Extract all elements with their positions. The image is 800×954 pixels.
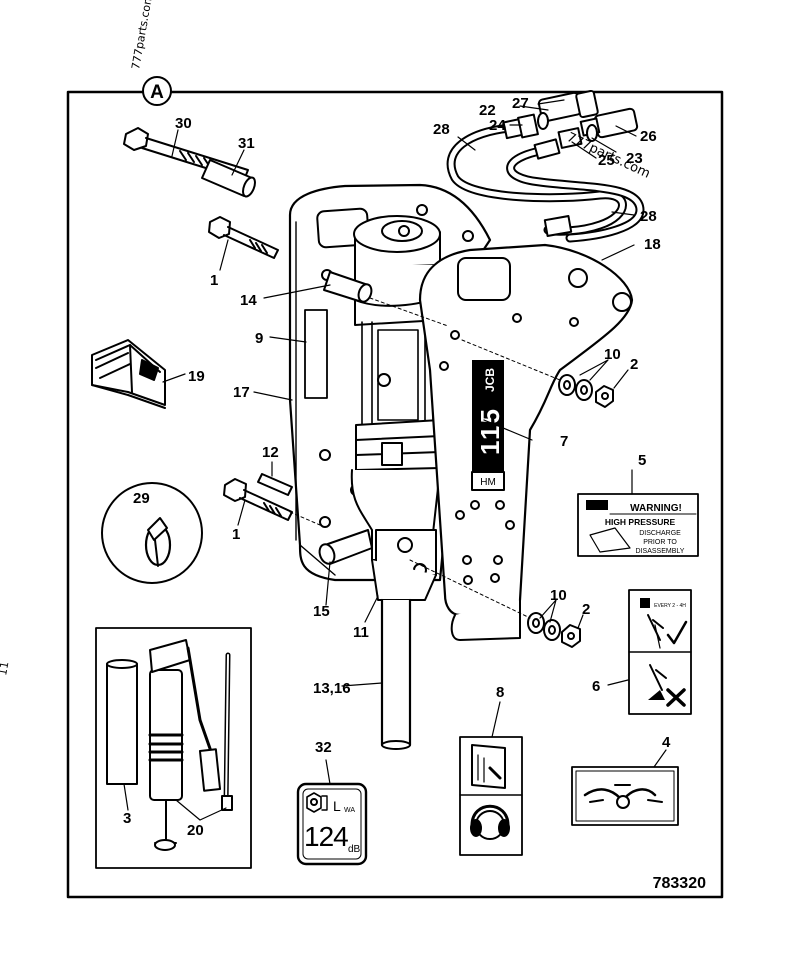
sleeve-31: [201, 159, 256, 198]
warning-line-1: HIGH PRESSURE: [605, 517, 676, 527]
callout-30: 30: [175, 115, 192, 132]
seal-ring-22: [537, 112, 549, 130]
callout-22: 22: [479, 102, 496, 119]
washers-10-upper: [558, 374, 593, 401]
model-decal-7: JCB 115 HM: [471, 360, 505, 491]
callout-25: 25: [598, 152, 615, 169]
decal-brand-logo: JCB: [483, 368, 497, 392]
callout-28-lower: 28: [640, 208, 657, 225]
assembly-projection-lines: [289, 297, 561, 619]
callout-29: 29: [133, 490, 150, 507]
coupling-27-female: [537, 89, 599, 123]
tool-13-16: [380, 598, 412, 750]
nut-2-lower: [561, 624, 581, 648]
callout-18: 18: [644, 236, 661, 253]
nut-2-upper: [595, 385, 614, 408]
noise-unit: dB: [348, 844, 361, 855]
drawing-frame: [66, 90, 724, 899]
callout-15: 15: [313, 603, 330, 620]
callout-26: 26: [640, 128, 657, 145]
lifting-decal-4: [571, 766, 679, 826]
grease-gun-20: [148, 639, 233, 851]
grease-kit-box: [95, 627, 252, 869]
view-label: A: [142, 76, 172, 106]
grease-interval-text: EVERY 2 - 4H: [654, 603, 686, 609]
view-label-text: A: [150, 82, 164, 103]
washers-10-lower: [527, 612, 561, 641]
ppe-decal-8: [459, 736, 523, 856]
decal-model-number: 115: [475, 407, 505, 455]
callout-12: 12: [262, 444, 279, 461]
noise-lwa-sub: WA: [344, 807, 355, 814]
seal-ring-23: [586, 124, 598, 142]
callout-31: 31: [238, 135, 255, 152]
callout-8: 8: [496, 684, 504, 701]
cartridge-3: [106, 659, 138, 785]
warning-line-4: DISASSEMBLY: [636, 548, 685, 555]
grease-decal-6: EVERY 2 - 4H: [628, 589, 692, 715]
bolt-1-lower: [223, 478, 293, 521]
callout-23: 23: [626, 150, 643, 167]
decal-9: [304, 309, 328, 399]
callout-32: 32: [315, 739, 332, 756]
pin-14: [323, 271, 373, 303]
front-side-plate-18: [418, 243, 634, 641]
warning-line-3: PRIOR TO: [643, 539, 677, 546]
edge-mark: 11: [0, 660, 11, 676]
manual-19: [91, 339, 166, 409]
decal-model-suffix: HM: [480, 477, 496, 488]
warning-decal-5: WARNING! HIGH PRESSURE DISCHARGE PRIOR T…: [577, 493, 699, 557]
callout-5: 5: [638, 452, 646, 469]
callout-1-lower: 1: [232, 526, 240, 543]
drawing-number: 783320: [653, 875, 706, 892]
callout-4: 4: [662, 734, 671, 751]
warning-title: WARNING!: [630, 503, 682, 514]
noise-value: 124: [304, 821, 348, 852]
warning-line-2: DISCHARGE: [639, 530, 681, 537]
adapter-25: [557, 127, 583, 149]
callout-11: 11: [353, 624, 369, 641]
roll-pin-12: [257, 473, 293, 496]
callout-6: 6: [592, 678, 600, 695]
callout-labels: 30 31 27 22 24 28 26 25 23 28 18 1 14 9 …: [123, 95, 671, 839]
callout-7: 7: [560, 433, 568, 450]
leader-lines: [123, 99, 667, 821]
noise-lwa-l: L: [333, 798, 341, 814]
callout-10-upper: 10: [604, 346, 621, 363]
watermark: 777parts.com: [129, 0, 155, 71]
callout-17: 17: [233, 384, 250, 401]
callout-1-upper: 1: [210, 272, 218, 289]
adapter-24: [502, 113, 539, 140]
hose-assembly-28: [446, 123, 645, 243]
callout-3: 3: [123, 810, 131, 827]
callout-10-lower: 10: [550, 587, 567, 604]
callout-13-16: 13,16: [313, 680, 351, 697]
callout-2-upper: 2: [630, 356, 638, 373]
callout-27: 27: [512, 95, 529, 112]
callout-24: 24: [489, 117, 506, 134]
callout-9: 9: [255, 330, 263, 347]
hammer-body-11: [350, 215, 441, 601]
bolt-1-upper: [208, 216, 279, 259]
noise-decal-32: L WA 124 dB: [296, 782, 368, 866]
callout-20: 20: [187, 822, 204, 839]
callout-19: 19: [188, 368, 205, 385]
callout-2-lower: 2: [582, 601, 590, 618]
callout-28-upper: 28: [433, 121, 450, 138]
detail-circle-29: [101, 482, 203, 584]
callout-14: 14: [240, 292, 257, 309]
bolt-30: [123, 127, 249, 181]
